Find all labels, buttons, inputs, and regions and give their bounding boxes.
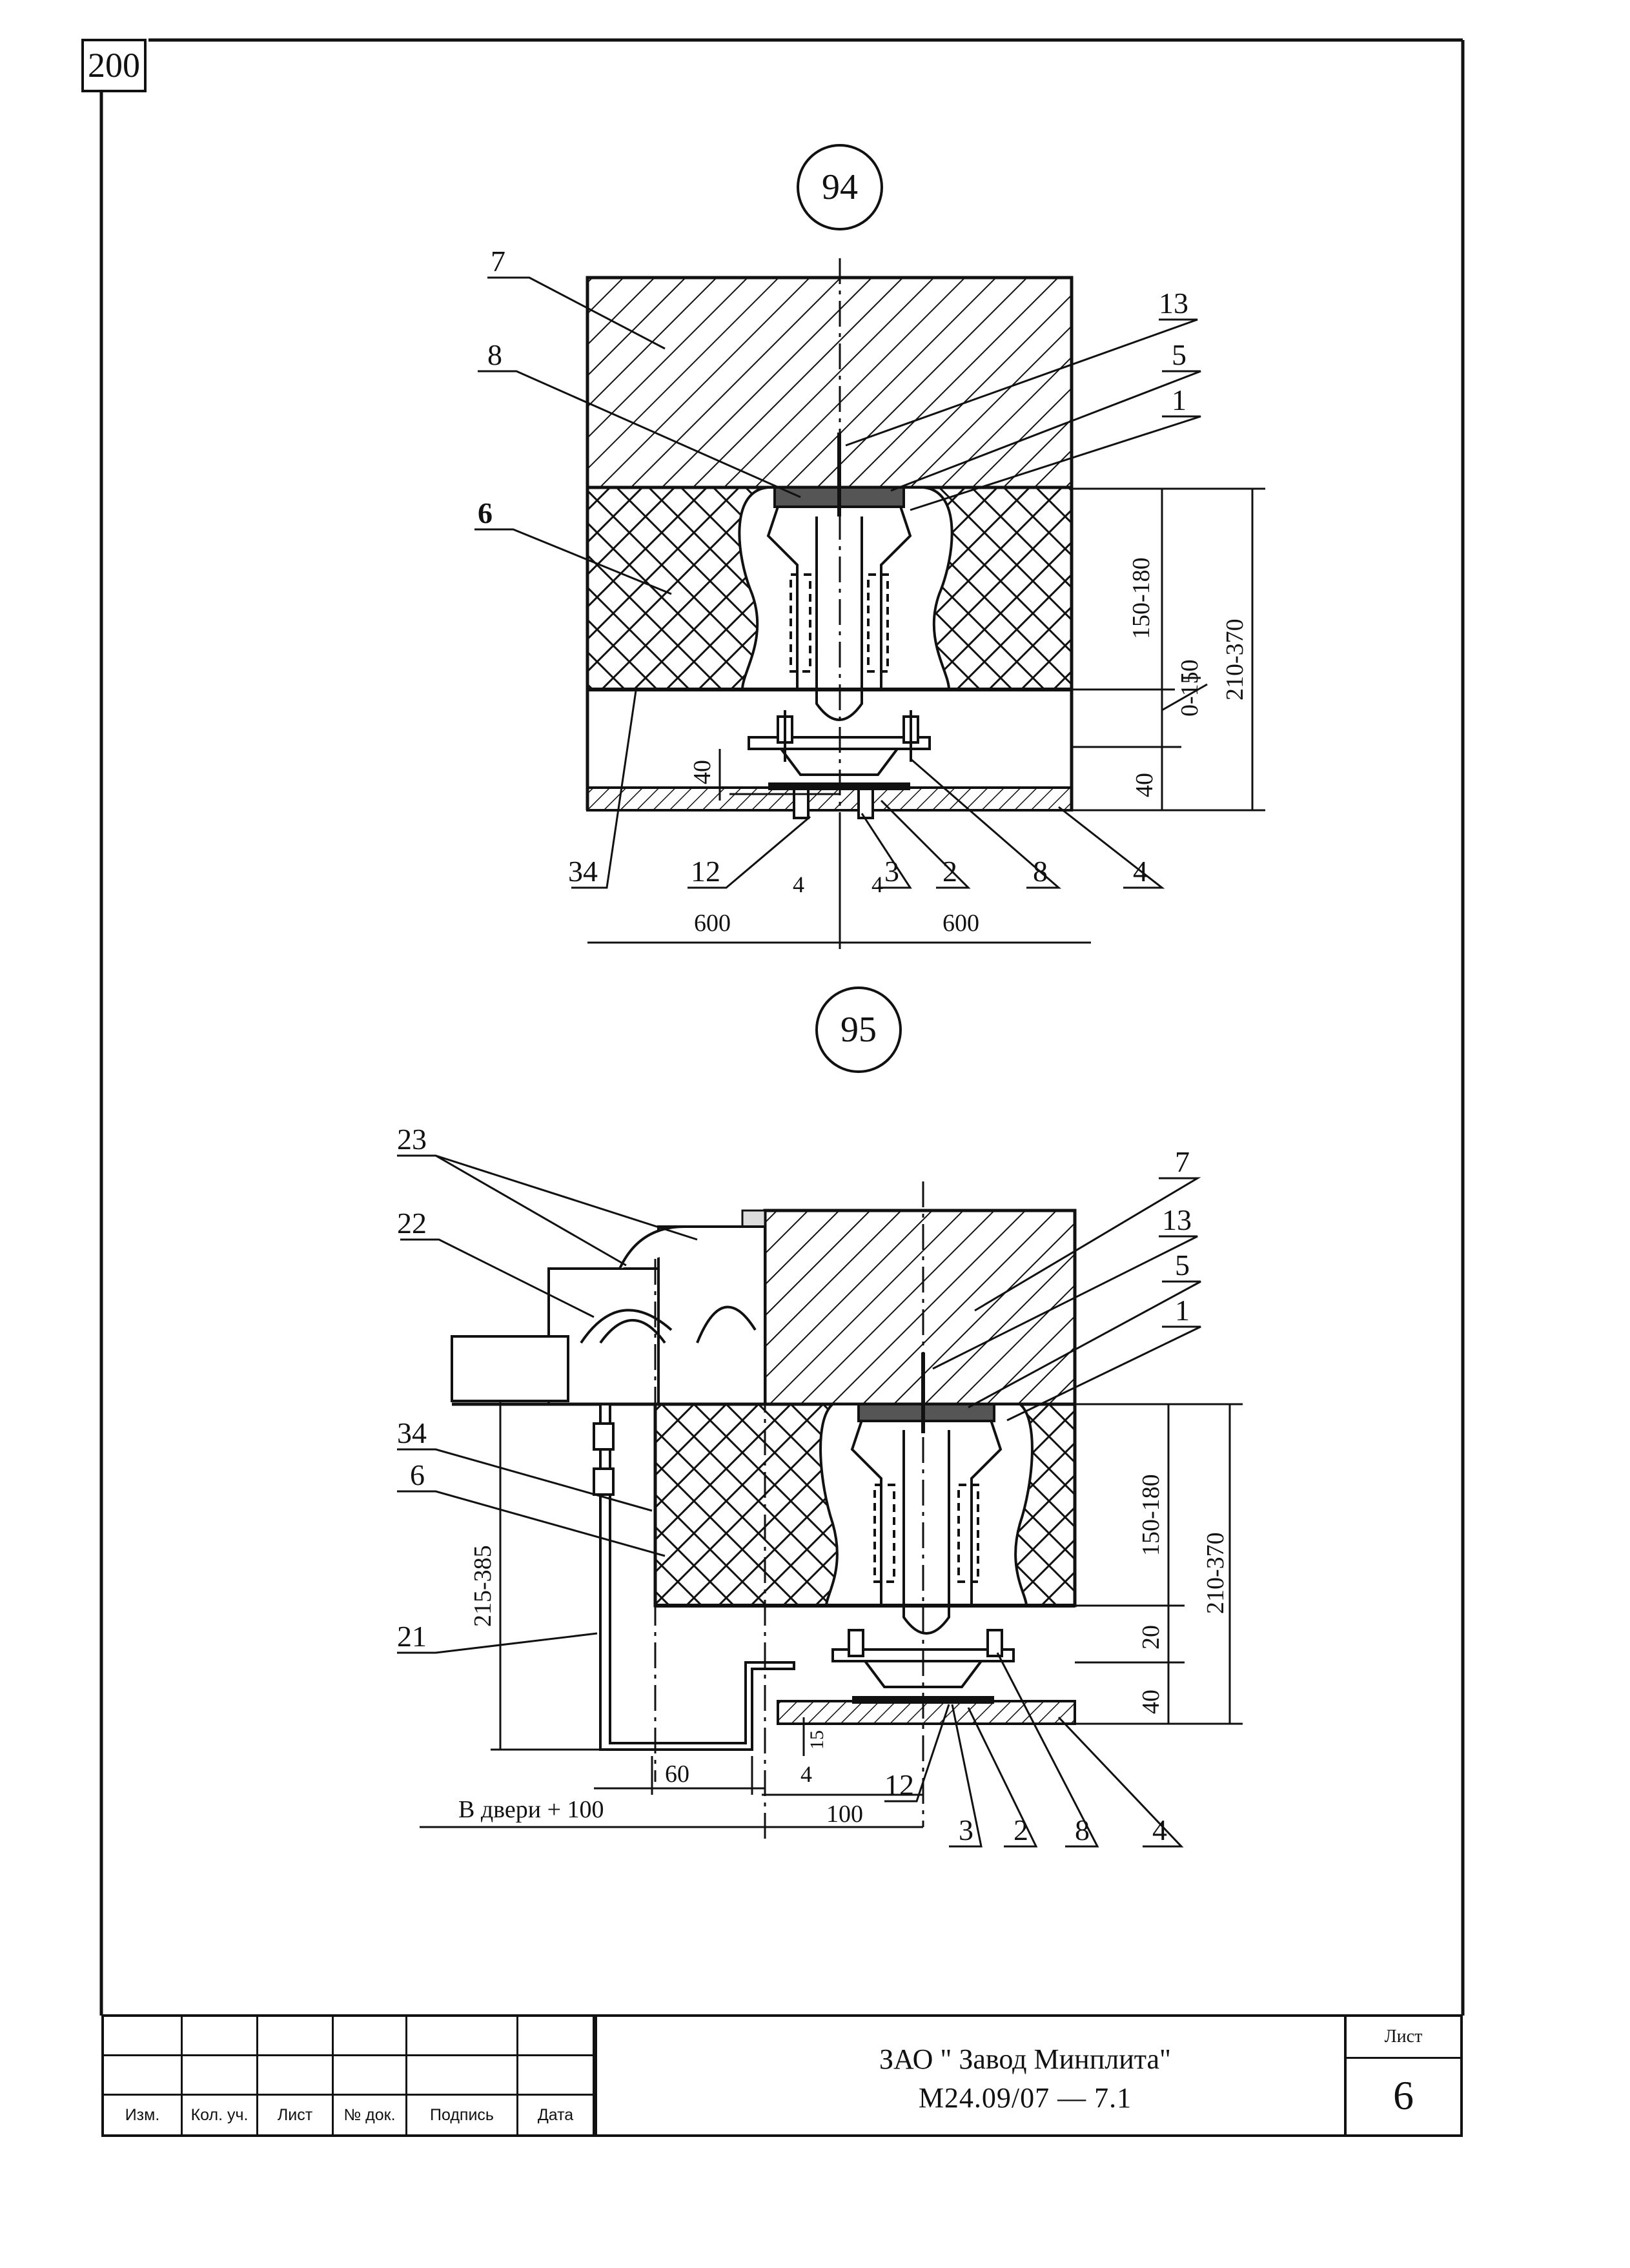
insulation-pocket-94	[738, 486, 953, 691]
organization: ЗАО " Завод Минплита"	[879, 2043, 1172, 2075]
dimensions-94	[587, 487, 1265, 949]
hdr-date: Дата	[518, 2096, 595, 2134]
dim-95-d40: 40	[1137, 1690, 1165, 1714]
leaders-95	[397, 1154, 1201, 1848]
callout-95-21: 21	[397, 1620, 427, 1653]
detail-95: 95	[397, 986, 1243, 1848]
callout-95-3: 3	[959, 1813, 973, 1846]
dim-94-gap: 0-150	[1176, 659, 1203, 717]
page-number: 200	[88, 46, 140, 85]
callout-95-22: 22	[397, 1207, 427, 1240]
detail-94-marker	[797, 144, 883, 230]
callout-94-34: 34	[568, 855, 598, 888]
dim-95-d100: 100	[826, 1801, 863, 1828]
dim-95-total: 210-370	[1202, 1532, 1229, 1614]
hdr-change: Изм.	[104, 2096, 183, 2134]
callout-95-34: 34	[397, 1416, 427, 1449]
dim-94-lower-left: 40	[689, 760, 716, 784]
dim-95-d4: 4	[800, 1761, 812, 1787]
hdr-count: Кол. уч.	[183, 2096, 258, 2134]
callout-95-12: 12	[884, 1768, 914, 1801]
document-code: М24.09/07 — 7.1	[918, 2082, 1132, 2114]
dim-94-height: 150-180	[1128, 557, 1155, 639]
dim-94-span-right: 600	[942, 910, 979, 937]
callout-95-1: 1	[1175, 1294, 1190, 1327]
door-frame-95	[451, 1225, 766, 1405]
callout-95-13: 13	[1162, 1203, 1192, 1236]
dim-94-gap-left: 4	[793, 872, 804, 897]
insulation-pocket-95	[819, 1403, 1034, 1607]
callout-94-5: 5	[1172, 338, 1187, 371]
rail-95	[831, 1629, 1015, 1688]
dim-95-left-height: 215-385	[469, 1545, 496, 1627]
org-block: ЗАО " Завод Минплита" М24.09/07 — 7.1	[595, 2017, 1453, 2134]
bottom-sheet-95	[777, 1700, 1076, 1725]
callout-95-8: 8	[1075, 1813, 1090, 1846]
callout-94-1: 1	[1172, 383, 1187, 416]
callout-94-13: 13	[1159, 287, 1188, 320]
revision-grid: Изм. Кол. уч. Лист № док. Подпись Дата	[104, 2017, 595, 2134]
dim-94-gap-right: 4	[871, 872, 883, 897]
callout-95-6: 6	[410, 1458, 425, 1491]
concrete-slab-94	[586, 276, 1074, 489]
callout-94-7: 7	[491, 245, 505, 278]
callout-94-12: 12	[691, 855, 720, 888]
dim-94-lower-right: 40	[1131, 773, 1158, 797]
callout-95-5: 5	[1175, 1249, 1190, 1282]
detail-95-marker	[815, 986, 902, 1073]
callout-94-2: 2	[942, 855, 957, 888]
detail-95-label: 95	[840, 1010, 877, 1050]
sheet-frame	[99, 38, 1465, 2016]
page-number-box: 200	[81, 39, 147, 92]
detail-94: 94	[474, 144, 1265, 949]
leaders-94	[474, 276, 1201, 889]
sheet-block: Лист 6	[1344, 2017, 1460, 2134]
callout-94-3: 3	[884, 855, 899, 888]
anchor-assembly-95	[850, 1353, 1003, 1635]
door-channel-95	[599, 1403, 795, 1751]
dimensions-95	[420, 1400, 1243, 1828]
dim-95-door-note: В двери + 100	[458, 1796, 604, 1823]
sheet-label: Лист	[1347, 2017, 1460, 2059]
callout-95-4: 4	[1152, 1813, 1167, 1846]
hdr-doc: № док.	[334, 2096, 407, 2134]
callout-95-2: 2	[1014, 1813, 1028, 1846]
callout-94-8b: 8	[1033, 855, 1048, 888]
dim-95-d60: 60	[665, 1761, 689, 1788]
dim-95-d20: 20	[1137, 1625, 1165, 1650]
dim-94-total: 210-370	[1221, 618, 1248, 700]
callout-94-8: 8	[487, 338, 502, 371]
detail-94-label: 94	[822, 167, 858, 207]
callout-94-6: 6	[478, 496, 493, 529]
hdr-sign: Подпись	[407, 2096, 518, 2134]
bottom-sheet-94	[586, 786, 1073, 812]
title-block: Изм. Кол. уч. Лист № док. Подпись Дата З…	[101, 2014, 1463, 2137]
callout-95-23: 23	[397, 1123, 427, 1156]
hdr-sheet: Лист	[258, 2096, 334, 2134]
dim-95-d15: 15	[806, 1730, 828, 1750]
dim-95-height: 150-180	[1137, 1474, 1165, 1556]
dim-94-span-left: 600	[694, 910, 731, 937]
callout-94-4: 4	[1133, 855, 1148, 888]
sheet-number: 6	[1393, 2072, 1414, 2118]
callout-95-7: 7	[1175, 1145, 1190, 1178]
